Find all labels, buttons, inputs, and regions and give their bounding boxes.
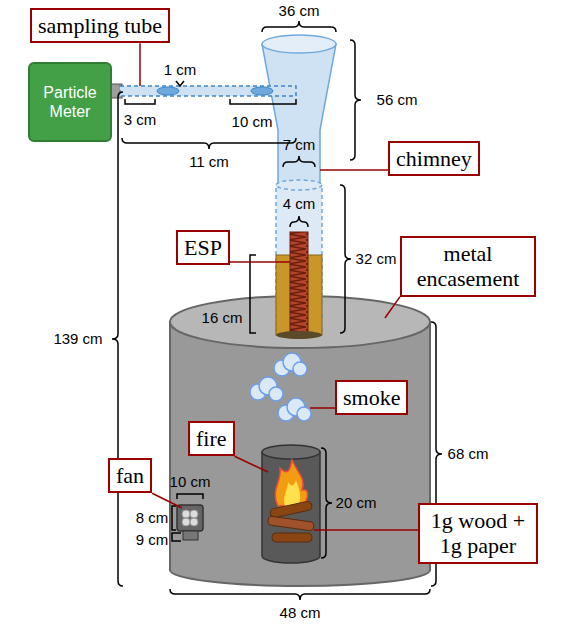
callout-box: smoke xyxy=(335,380,408,415)
fan-blade xyxy=(182,518,190,526)
diameter-mark xyxy=(176,81,184,86)
chamber-top xyxy=(262,445,320,459)
callout-text: 1g wood + 1g paper xyxy=(426,508,530,559)
fan-blade xyxy=(190,518,198,526)
flame xyxy=(275,460,307,506)
callout-text: fire xyxy=(196,426,227,451)
dimension-label: 10 cm xyxy=(232,114,273,131)
fan-blade xyxy=(182,510,190,518)
callout-box: 1g wood + 1g paper xyxy=(418,503,538,564)
chimney-top xyxy=(262,35,336,53)
brace xyxy=(321,448,332,558)
brace xyxy=(112,92,123,586)
smoke-clouds xyxy=(250,353,311,421)
fan-housing xyxy=(177,505,203,531)
dimension-label: 7 cm xyxy=(283,137,316,154)
leader-lines xyxy=(140,43,418,530)
dimension-label: 4 cm xyxy=(283,196,316,213)
dimension-label: 10 cm xyxy=(170,474,211,491)
brace xyxy=(340,185,351,333)
dimension-brackets xyxy=(112,21,442,600)
dimension-label: 20 cm xyxy=(336,495,377,512)
leader-line xyxy=(320,169,388,171)
callout-text: chimney xyxy=(396,146,472,171)
callout-box: fire xyxy=(188,421,235,456)
meter-box: Particle Meter xyxy=(28,62,112,142)
fan-tab xyxy=(183,531,198,540)
brace xyxy=(283,156,315,167)
smoke-puff xyxy=(297,407,311,421)
smoke-puff xyxy=(293,362,307,376)
leader-line xyxy=(230,261,290,263)
dimension-label: 48 cm xyxy=(280,605,321,622)
brace xyxy=(262,21,336,32)
callout-box: chimney xyxy=(388,141,480,176)
leader-line xyxy=(139,43,141,86)
dimension-label: 8 cm xyxy=(136,510,169,527)
esp-coil xyxy=(290,232,308,334)
callout-box: metal encasement xyxy=(400,236,536,297)
smoke-puff xyxy=(269,387,283,401)
dimension-label: 9 cm xyxy=(136,532,169,549)
bracket xyxy=(172,506,176,530)
callout-text: sampling tube xyxy=(38,13,162,38)
flame-core xyxy=(284,480,300,506)
cylinder-bottom xyxy=(276,331,322,339)
leader-line xyxy=(310,407,335,409)
tube-segment xyxy=(251,87,273,95)
callout-box: fan xyxy=(108,458,152,493)
encasement-body xyxy=(170,322,430,586)
brace xyxy=(290,216,308,227)
dimension-label: 16 cm xyxy=(202,310,243,327)
tube-segment xyxy=(157,87,179,95)
chimney-cone xyxy=(262,44,336,185)
dimension-label: 1 cm xyxy=(164,62,197,79)
dimension-label: 68 cm xyxy=(448,446,489,463)
bracket xyxy=(230,99,296,104)
callout-text: metal encasement xyxy=(408,241,528,292)
dimension-label: 11 cm xyxy=(189,154,229,171)
callout-text: ESP xyxy=(184,235,222,260)
callout-text: smoke xyxy=(343,385,400,410)
callout-text: fan xyxy=(116,463,144,488)
callout-box: sampling tube xyxy=(30,8,170,43)
bracket xyxy=(177,494,203,499)
brace xyxy=(350,40,361,160)
dimension-label: 36 cm xyxy=(279,3,320,20)
bracket xyxy=(172,533,181,541)
brace xyxy=(122,138,296,149)
sampling-tube xyxy=(120,86,296,96)
leader-line xyxy=(314,529,418,531)
fan-blade xyxy=(190,510,198,518)
dimension-label: 56 cm xyxy=(377,92,418,109)
fire-chamber xyxy=(262,452,320,563)
leader-line xyxy=(152,493,182,508)
bracket xyxy=(250,255,256,333)
leader-line xyxy=(385,297,400,318)
log xyxy=(268,516,315,531)
dimension-label: 139 cm xyxy=(53,331,102,348)
log xyxy=(272,533,312,542)
leader-line xyxy=(235,456,268,472)
dimension-label: 3 cm xyxy=(124,112,157,129)
meter-label: Particle Meter xyxy=(34,83,106,121)
log xyxy=(270,501,313,519)
brace xyxy=(170,589,430,600)
bracket xyxy=(125,99,155,104)
callout-box: ESP xyxy=(176,230,230,265)
dimension-label: 32 cm xyxy=(356,251,397,268)
chimney-cylinder xyxy=(276,185,322,335)
cylinder-top xyxy=(276,180,322,190)
